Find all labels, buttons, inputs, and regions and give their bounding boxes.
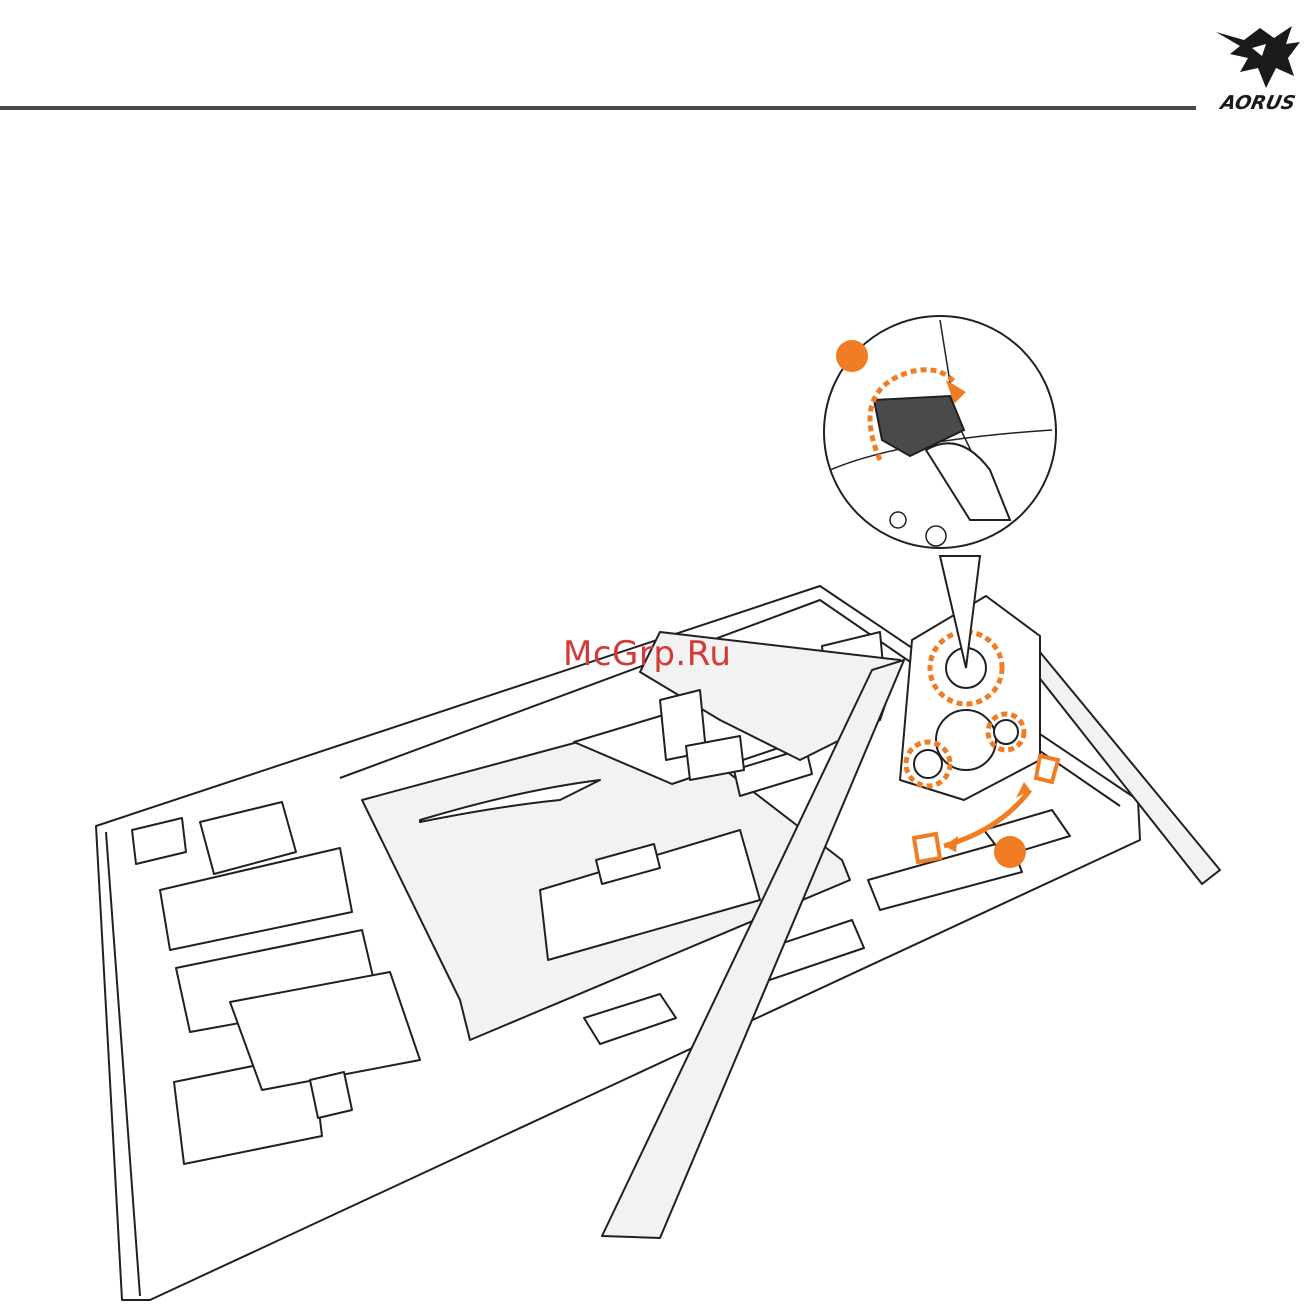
header-rule [0, 106, 1196, 110]
step-marker-1 [836, 340, 868, 372]
aorus-logo-text: AORUS [1204, 92, 1313, 114]
step-marker-2 [994, 836, 1026, 868]
watermark-text: McGrp.Ru [563, 634, 731, 674]
stand-assembly-illustration [0, 300, 1316, 1308]
